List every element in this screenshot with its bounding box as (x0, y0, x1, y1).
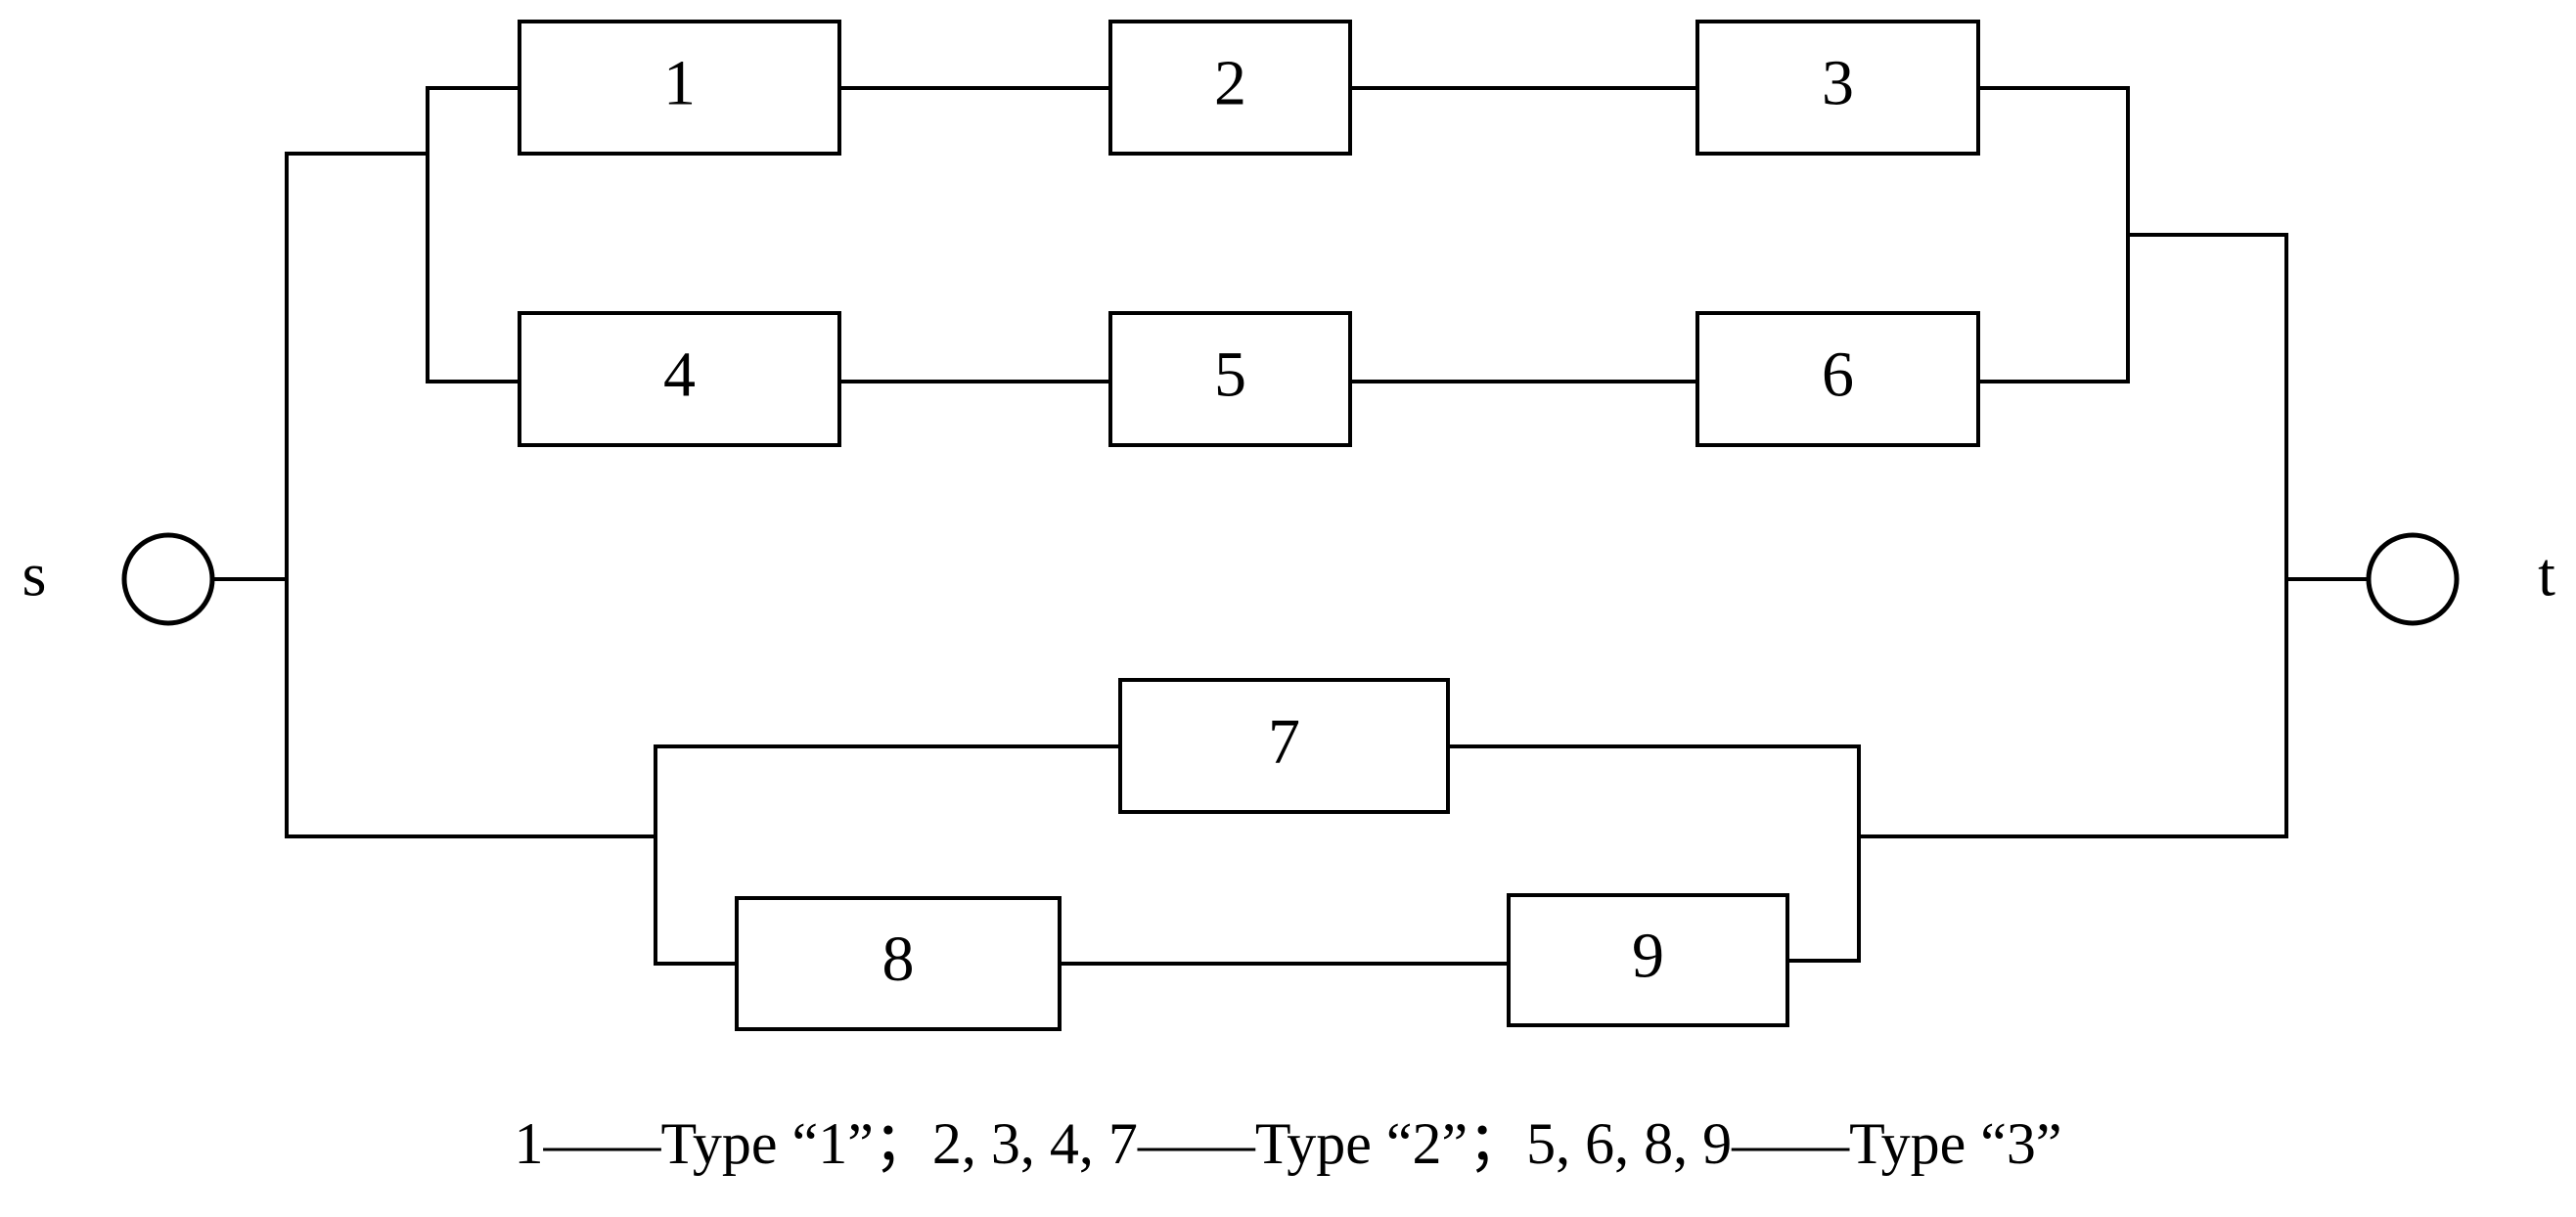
block-7-rect[interactable] (1118, 678, 1450, 814)
block-7-label: 7 (1268, 706, 1300, 778)
block-4-rect[interactable] (518, 311, 841, 447)
diagram-caption: 1——Type “1”；2, 3, 4, 7——Type “2”；5, 6, 8… (514, 1111, 2062, 1176)
block-1-rect[interactable] (518, 20, 841, 156)
block-1[interactable]: 1 (518, 20, 841, 156)
block-4[interactable]: 4 (518, 311, 841, 447)
block-9-rect[interactable] (1507, 893, 1789, 1027)
block-3[interactable]: 3 (1695, 20, 1980, 156)
source-terminal[interactable]: s (23, 532, 215, 626)
sink-node-circle[interactable] (2366, 532, 2460, 626)
block-2-label: 2 (1214, 48, 1246, 119)
wire-group (210, 86, 2371, 966)
block-6-rect[interactable] (1695, 311, 1980, 447)
block-8-label: 8 (882, 924, 915, 995)
sink-terminal[interactable]: t (2366, 532, 2555, 626)
block-5[interactable]: 5 (1108, 311, 1352, 447)
source-node-label: s (23, 540, 47, 609)
block-3-rect[interactable] (1695, 20, 1980, 156)
block-5-rect[interactable] (1108, 311, 1352, 447)
block-1-label: 1 (663, 48, 696, 119)
block-9-label: 9 (1632, 921, 1664, 992)
sink-node-label: t (2538, 540, 2555, 609)
block-6[interactable]: 6 (1695, 311, 1980, 447)
block-5-label: 5 (1214, 339, 1246, 411)
block-9[interactable]: 9 (1507, 893, 1789, 1027)
block-2[interactable]: 2 (1108, 20, 1352, 156)
block-8-rect[interactable] (735, 896, 1062, 1031)
block-7[interactable]: 7 (1118, 678, 1450, 814)
block-4-label: 4 (663, 339, 696, 411)
block-group: 1 2 3 4 5 6 7 8 9 (518, 20, 1980, 1031)
block-3-label: 3 (1822, 48, 1854, 119)
source-node-circle[interactable] (121, 532, 215, 626)
block-2-rect[interactable] (1108, 20, 1352, 156)
block-8[interactable]: 8 (735, 896, 1062, 1031)
block-6-label: 6 (1822, 339, 1854, 411)
